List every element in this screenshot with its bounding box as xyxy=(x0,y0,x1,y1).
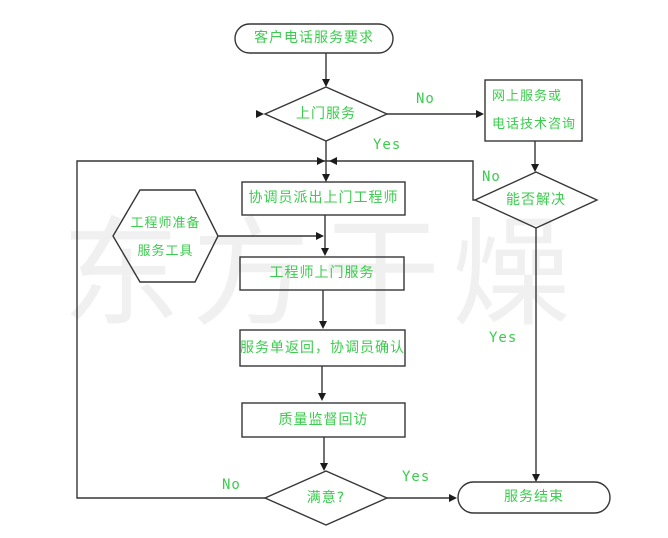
prepare-tools-line1: 工程师准备 xyxy=(130,216,201,231)
satisfied-yes-label: Yes xyxy=(402,469,431,485)
decision-satisfied-shape xyxy=(263,470,389,526)
door-no-label: No xyxy=(416,91,435,107)
door-yes-label: Yes xyxy=(373,137,402,153)
prepare-tools-line2: 服务工具 xyxy=(137,244,194,259)
arrowhead-down-icon xyxy=(531,164,539,172)
solve-yes-label: Yes xyxy=(489,330,518,346)
start-label: 客户电话服务要求 xyxy=(254,30,374,46)
decision-can-solve-label: 能否解决 xyxy=(506,192,566,208)
arrowhead-down-icon xyxy=(532,474,540,482)
arrowhead-down-icon xyxy=(322,174,330,182)
dispatch-box-shape xyxy=(241,181,406,216)
decision-satisfied-label: 满意? xyxy=(306,490,346,506)
decision-door-service-label: 上门服务 xyxy=(296,106,356,122)
onsite-box-shape xyxy=(239,256,405,291)
arrowhead-right-icon xyxy=(316,232,324,240)
arrowhead-right-icon xyxy=(476,110,484,118)
arrowhead-down-icon xyxy=(322,79,330,87)
arrowhead-down-icon xyxy=(319,321,327,329)
prepare-tools-label: 工程师准备 服务工具 xyxy=(118,210,213,266)
order-return-confirm-label: 服务单返回，协调员确认 xyxy=(240,340,405,356)
arrowhead-down-icon xyxy=(320,463,328,471)
end-terminator-shape xyxy=(457,481,611,514)
online-service-line1: 网上服务或 xyxy=(492,89,563,104)
arrowhead-right-icon xyxy=(256,110,264,118)
satisfied-no-label: No xyxy=(222,477,241,493)
arrowhead-down-icon xyxy=(318,393,326,401)
onsite-service-label: 工程师上门服务 xyxy=(269,265,375,281)
quality-followup-label: 质量监督回访 xyxy=(278,412,369,428)
start-terminator-shape xyxy=(234,23,394,54)
edge-satisfied-no-loop xyxy=(76,160,326,499)
dispatch-engineer-label: 协调员派出上门工程师 xyxy=(248,190,399,206)
end-label: 服务结束 xyxy=(504,489,564,505)
online-service-line2: 电话技术咨询 xyxy=(492,117,577,132)
arrowhead-right-icon xyxy=(449,494,457,502)
arrowhead-down-icon xyxy=(321,248,329,256)
edge-solve-no-loop xyxy=(326,160,475,201)
arrowhead-right-icon xyxy=(317,157,325,165)
online-service-box-shape xyxy=(484,79,583,142)
arrowhead-left-icon xyxy=(329,157,337,165)
online-service-label: 网上服务或 电话技术咨询 xyxy=(492,83,582,139)
watermark-text: 东方干燥 xyxy=(62,205,583,343)
prepare-tools-hexagon-shape xyxy=(112,189,219,283)
solve-no-label: No xyxy=(482,169,501,185)
